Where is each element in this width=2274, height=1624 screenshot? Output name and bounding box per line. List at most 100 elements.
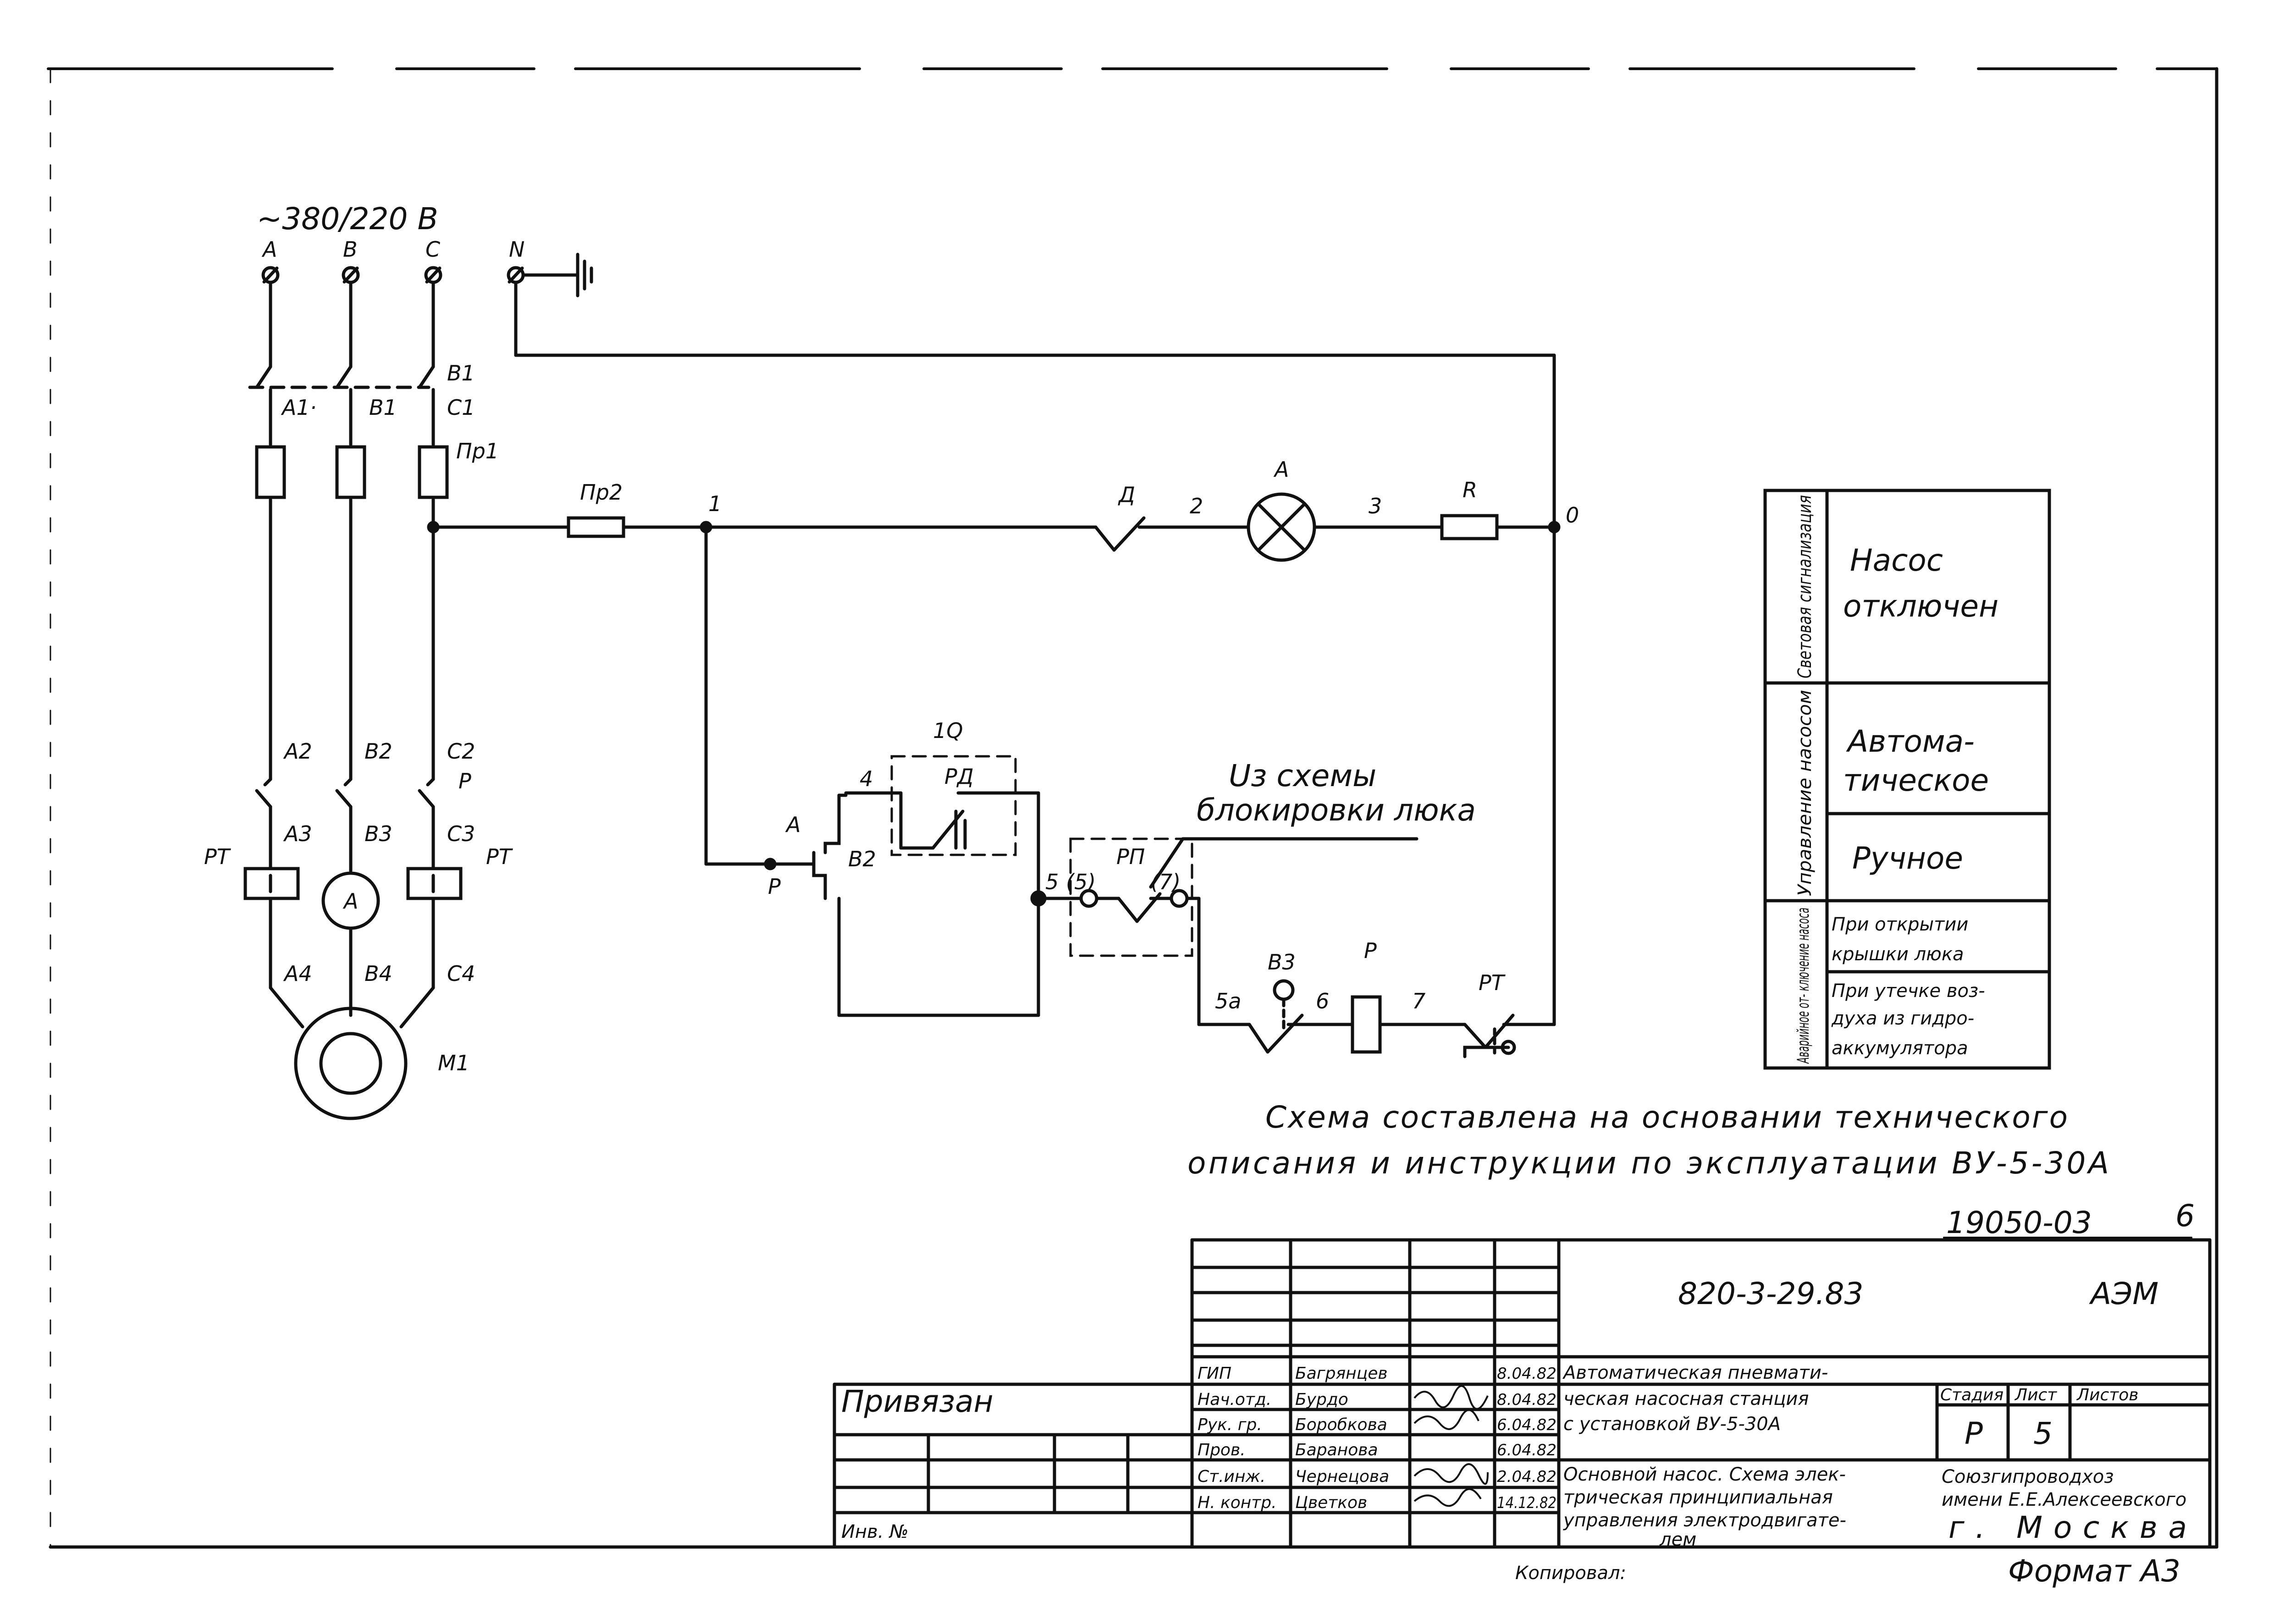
note-source-line1: Uз схемы (1229, 758, 1376, 793)
ammeter-label: А (342, 889, 358, 914)
breaker-out-b: В1 (369, 395, 397, 420)
role-0: ГИП (1198, 1364, 1231, 1383)
doc-code: 19050-03 (1946, 1205, 2092, 1240)
coil-label: Р (1364, 938, 1377, 963)
stage-value: Р (1965, 1416, 1983, 1451)
thermal-left-label: РТ (204, 844, 232, 869)
legend-labels: Световая сигнализация Насос отключен Упр… (1794, 495, 1998, 1064)
switch-a-label: А (785, 812, 800, 837)
node-4-label: 4 (860, 766, 873, 791)
sheet-header: Лист (2014, 1386, 2057, 1404)
legend-col-emergency: Аварийное от- ключение насоса (1794, 908, 1813, 1064)
fuse-pr1-label: Пр1 (456, 439, 499, 463)
legend-em2-2: духа из гидро- (1831, 1008, 1974, 1029)
section-code: АЭМ (2089, 1276, 2158, 1311)
sheet-frame (47, 67, 2219, 1549)
phase-a-label: А (261, 237, 277, 262)
phase-b-label: В (343, 237, 358, 262)
power-circuit (243, 253, 1556, 1120)
date-1: 8.04.82 (1497, 1391, 1556, 1409)
object-line-3: с установкой ВУ-5-30А (1563, 1414, 1781, 1435)
legend-col-light: Световая сигнализация (1794, 495, 1816, 678)
stage-header: Стадия (1940, 1386, 2004, 1404)
lamp-label: А (1273, 457, 1289, 482)
b3-label: В3 (364, 821, 392, 846)
legend-light-text-1: Насос (1850, 543, 1943, 578)
thermal-right-label: РТ (486, 844, 513, 869)
date-4: 2.04.82 (1497, 1468, 1556, 1486)
neutral-label: N (509, 237, 524, 262)
note-line-2: описания и инструкции по эксплуатации ВУ… (1187, 1145, 2109, 1181)
legend-auto-2: тическое (1843, 763, 1989, 798)
legend-auto-1: Автома- (1846, 724, 1975, 759)
sheet-title-line-4: лем (1659, 1529, 1696, 1550)
supply-voltage: ~380/220 В (257, 201, 438, 237)
node-2-label: 2 (1190, 494, 1203, 518)
a2-label: А2 (283, 739, 312, 764)
drawing-note: Схема составлена на основании техническо… (1187, 1100, 2109, 1181)
node-5p-label: (5) (1066, 870, 1096, 894)
legend-em1-2: крышки люка (1832, 944, 1964, 965)
legend-em2-3: аккумулятора (1832, 1038, 1968, 1059)
resistor-label: R (1463, 478, 1477, 502)
rp-label: РП (1116, 844, 1145, 869)
sheets-header: Листов (2076, 1386, 2138, 1404)
format-label: Формат А3 (2008, 1553, 2180, 1589)
note-source-line2: блокировки люка (1197, 793, 1476, 828)
b2-label: В2 (364, 739, 392, 764)
object-line-2: ческая насосная станция (1563, 1388, 1809, 1409)
power-labels: ~380/220 В А В С N В1 А1· В1 С1 Пр1 А2 В… (204, 201, 524, 1075)
org-line-1: Союзгипроводхоз (1942, 1466, 2114, 1487)
node-1-label: 1 (708, 491, 722, 516)
legend-em1-1: При открытии (1832, 914, 1968, 935)
breaker-out-c: С1 (447, 395, 475, 420)
breaker-label: В1 (447, 361, 475, 385)
date-0: 8.04.82 (1497, 1365, 1556, 1383)
title-block-labels: 19050-03 6 820-3-29.83 АЭМ Привязан Инв.… (841, 1198, 2195, 1589)
legend-light-text-2: отключен (1843, 589, 1998, 624)
role-3: Пров. (1198, 1441, 1246, 1459)
copied-label: Копировал: (1515, 1563, 1626, 1584)
title-block (833, 1237, 2212, 1549)
org-line-2: имени Е.Е.Алексеевского (1942, 1489, 2186, 1510)
switch-b2-label: В2 (848, 847, 876, 871)
phase-c-label: С (425, 237, 440, 262)
name-4: Чернецова (1295, 1467, 1389, 1486)
role-1: Нач.отд. (1198, 1390, 1271, 1409)
pressure-relay-label: РД (944, 764, 974, 789)
node-0-label: 0 (1566, 503, 1579, 528)
sheet-title-line-1: Основной насос. Схема элек- (1563, 1464, 1846, 1485)
node-3-label: 3 (1369, 494, 1382, 518)
name-5: Цветков (1295, 1493, 1367, 1512)
date-5: 14.12.82 (1497, 1494, 1556, 1512)
a3-label: А3 (283, 821, 312, 846)
legend-table (1763, 489, 2051, 1070)
switch-r-label: Р (768, 874, 781, 899)
sheet-title-line-3: управления электродвигате- (1563, 1510, 1846, 1531)
node-5a-label: 5а (1215, 989, 1241, 1013)
d-contact-label: Д (1118, 482, 1135, 507)
fuse-pr2-label: Пр2 (580, 480, 623, 505)
contactor-label: Р (458, 769, 471, 793)
b3-float-label: В3 (1268, 950, 1296, 974)
node-5-label: 5 (1045, 870, 1059, 894)
legend-col-pump: Управление насосом (1794, 690, 1816, 896)
a4-label: А4 (283, 961, 312, 986)
date-3: 6.04.82 (1497, 1441, 1556, 1459)
signatures (1413, 1385, 1489, 1507)
name-1: Бурдо (1295, 1390, 1348, 1409)
bound-label: Привязан (841, 1384, 993, 1419)
b4-label: В4 (364, 961, 392, 986)
date-2: 6.04.82 (1497, 1416, 1556, 1434)
pressure-box-label: 1Q (933, 718, 963, 743)
sheet-value: 5 (2033, 1416, 2053, 1451)
legend-manual: Ручное (1852, 841, 1963, 876)
sheet-title-line-2: трическая принципиальная (1563, 1487, 1833, 1508)
control-labels: Пр2 1 Д 2 А 3 R 0 А Р В2 4 1Q РД 5 (5) (… (580, 457, 1579, 1013)
object-line-1: Автоматическая пневмати- (1562, 1362, 1828, 1383)
role-4: Ст.инж. (1198, 1467, 1265, 1486)
legend-em2-1: При утечке воз- (1832, 980, 1985, 1002)
rt-contact-label: РТ (1479, 970, 1506, 995)
sheet-number-corner: 6 (2175, 1198, 2195, 1233)
